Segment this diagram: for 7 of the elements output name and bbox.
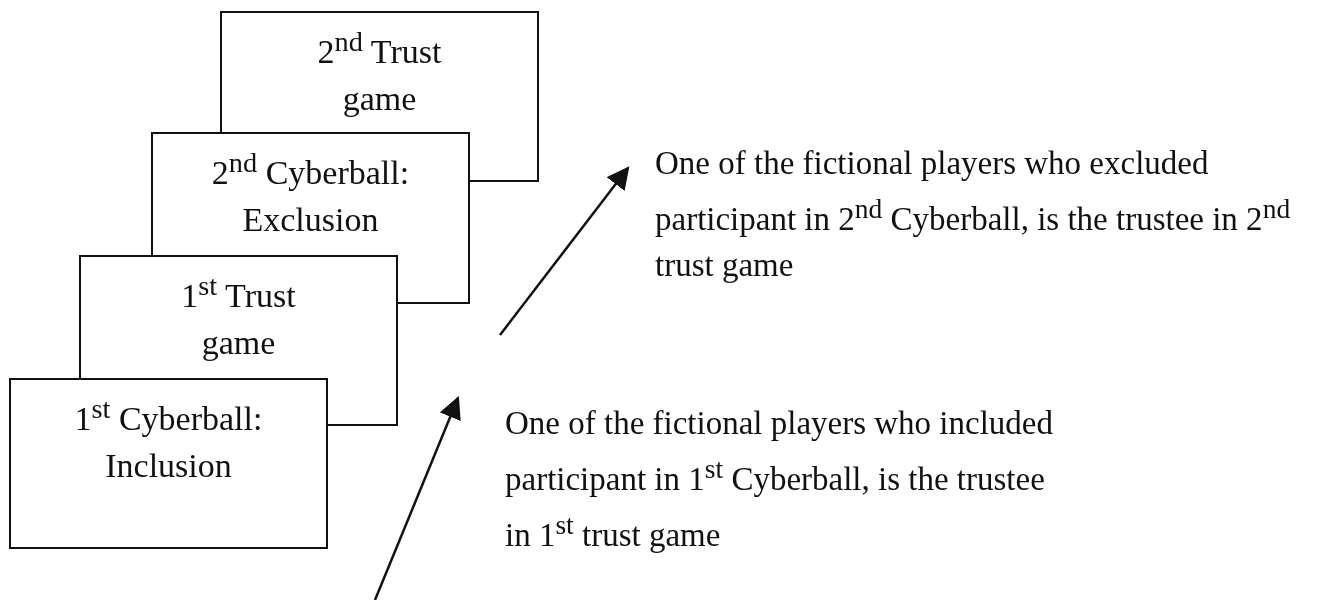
step-title: 1$^{st}$ Trust game xyxy=(180,269,297,364)
step-title: 2$^{nd}$ Trust game xyxy=(316,25,443,120)
step-title: 2$^{nd}$ Cyberball: Exclusion xyxy=(210,146,411,241)
step-title: 1$^{st}$ Cyberball: Inclusion xyxy=(73,392,264,487)
note-text: One of the fictional players who included participant in 1$^{st}$ Cyberball, is the trustee in 1$^{st}$ trust game xyxy=(505,404,1054,555)
note-text: One of the fictional players who excluded participant in 2$^{nd}$ Cyberball, is the trustee in 2$^{nd}$ trust game xyxy=(655,144,1292,285)
step-card xyxy=(9,378,328,549)
